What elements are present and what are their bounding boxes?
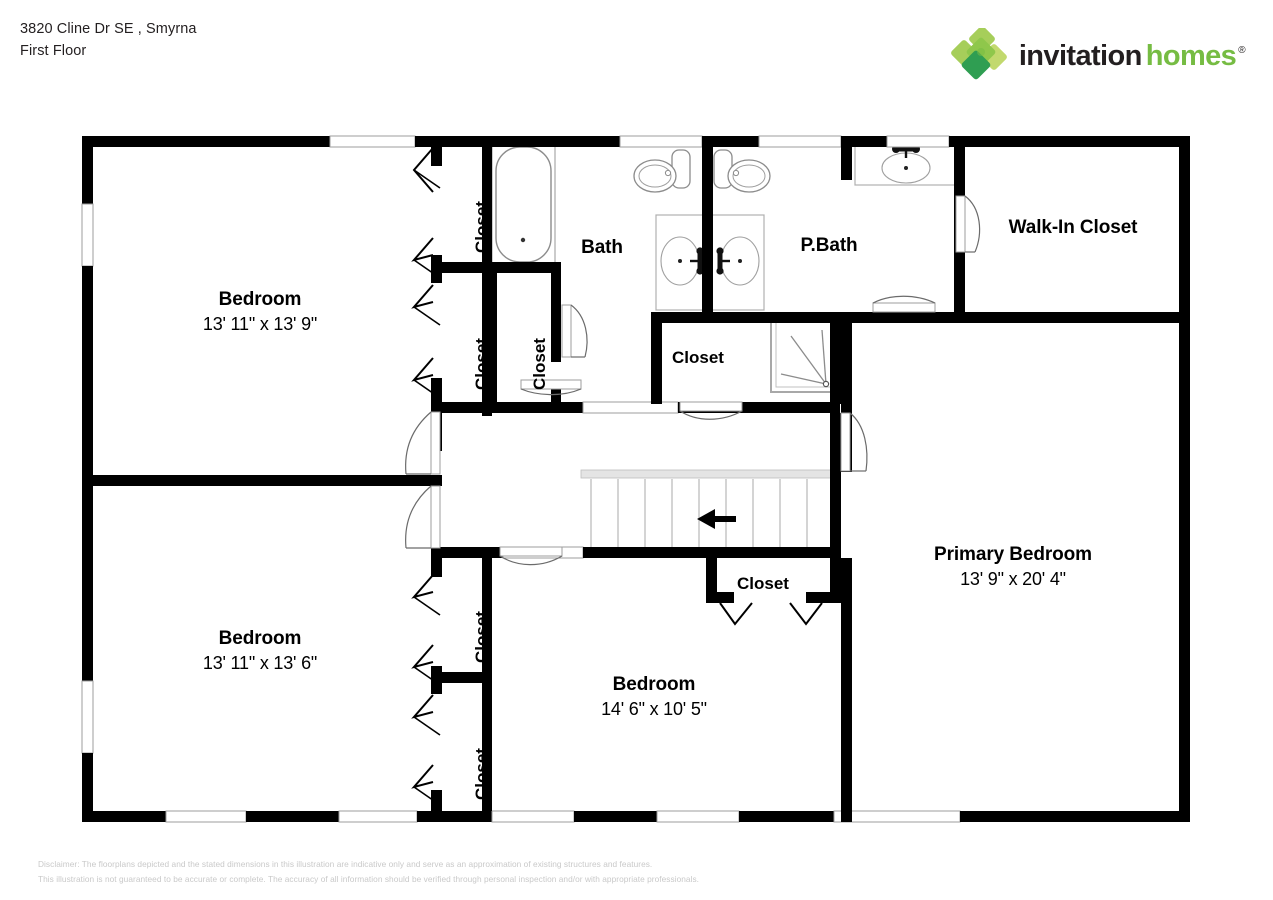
walls	[81, 135, 1190, 823]
bifold-door-closet-tl-2	[411, 237, 441, 279]
door-primary-bedroom	[840, 412, 868, 472]
doors	[405, 147, 981, 806]
diamond-cluster-icon	[950, 26, 1007, 84]
door-bedroom-bl	[405, 485, 441, 549]
bifold-door-closet-bl-1	[411, 574, 441, 616]
closet-label-mid-right: Closet	[737, 574, 789, 593]
shower-stall	[770, 315, 840, 393]
door-bath-closet	[561, 304, 588, 358]
disclaimer-line-1: Disclaimer: The floorplans depicted and …	[38, 859, 653, 869]
page-header: 3820 Cline Dr SE , Smyrna First Floor in…	[0, 0, 1273, 110]
toilet-pbath	[713, 149, 771, 193]
brand-logo: invitation homes ®	[950, 26, 1246, 84]
bifold-door-closet-tl-4	[411, 357, 441, 399]
floor-label: First Floor	[20, 43, 87, 59]
logo-word-homes: homes	[1145, 39, 1237, 72]
closet-label-bath: Closet	[530, 338, 549, 390]
door-center-closet	[679, 401, 743, 420]
disclaimer-block: Disclaimer: The floorplans depicted and …	[38, 857, 938, 886]
closet-label-bl-upper: Closet	[472, 611, 491, 663]
door-bath	[520, 379, 582, 396]
door-walk-in-closet	[955, 195, 981, 253]
bifold-door-closet-bl-4	[411, 764, 441, 806]
staircase	[580, 469, 835, 552]
bifold-door-closet-tl-3	[411, 284, 441, 326]
left-arrow-icon	[697, 509, 736, 529]
toilet-bath	[633, 149, 691, 193]
closet-label-tl-upper: Closet	[472, 201, 491, 253]
door-pbath	[872, 295, 936, 313]
logo-trademark: ®	[1238, 44, 1245, 56]
logo-wordmark: invitation homes ®	[1018, 39, 1246, 73]
bifold-door-closet-bl-2	[411, 644, 441, 686]
bifold-door-closet-bm-2	[789, 602, 823, 626]
bifold-door-closet-bm-1	[719, 602, 753, 626]
sink-pbath-north	[854, 142, 961, 186]
door-bedroom-tl	[405, 411, 441, 475]
address-block: 3820 Cline Dr SE , Smyrna First Floor	[20, 18, 197, 62]
closet-label-center: Closet	[672, 348, 724, 367]
closet-label-bl-lower: Closet	[472, 748, 491, 800]
property-address: 3820 Cline Dr SE , Smyrna	[20, 21, 197, 37]
bifold-door-closet-tl-1	[412, 147, 441, 193]
door-bedroom-bm	[499, 546, 563, 566]
bathtub-fixture	[491, 142, 556, 267]
bifold-door-closet-bl-3	[411, 694, 441, 736]
disclaimer-line-2: This illustration is not guaranteed to b…	[38, 873, 700, 884]
logo-word-invitation: invitation	[1018, 39, 1142, 72]
closet-label-tl-lower: Closet	[472, 338, 491, 390]
